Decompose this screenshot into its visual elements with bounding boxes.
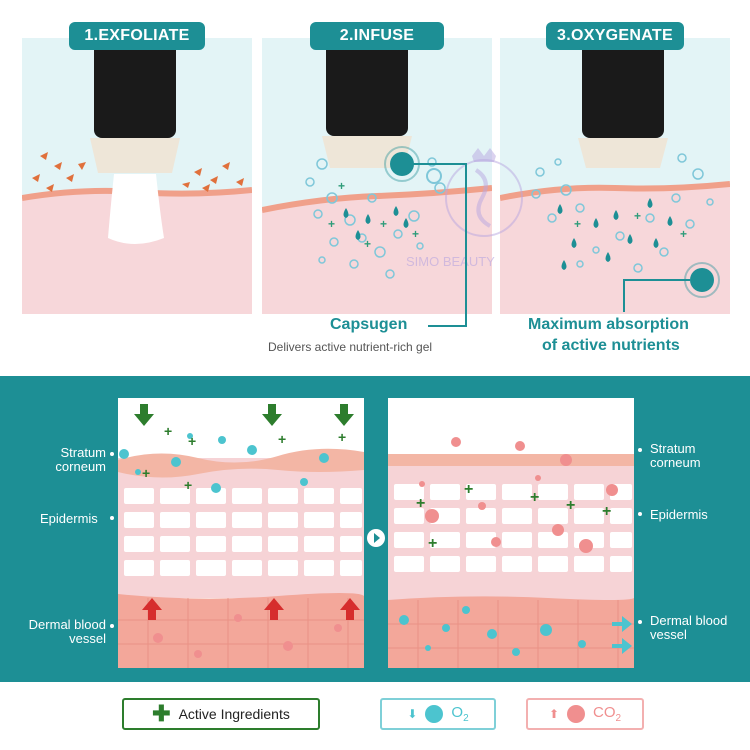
oxygen-bubbles (531, 153, 714, 273)
oxygenate-panel: + + + (500, 38, 730, 314)
svg-text:+: + (328, 217, 335, 231)
dermis-layer (118, 593, 364, 668)
svg-text:+: + (184, 477, 192, 493)
svg-text:+: + (164, 423, 172, 439)
epidermis-cells (124, 488, 362, 576)
oxygen-dots (119, 433, 329, 493)
nutrient-drops (557, 198, 673, 270)
device-tip (578, 138, 668, 168)
before-skin-diagram: + + + + + + (118, 398, 364, 668)
device-handle (326, 38, 408, 136)
exfoliate-panel (22, 38, 252, 314)
watermark-text: SIMO BEAUTY (406, 254, 495, 269)
callout-dot (690, 268, 714, 292)
after-skin-diagram: + + + + + + (388, 398, 634, 668)
capsugen-subtitle: Delivers active nutrient-rich gel (268, 340, 433, 354)
svg-text:+: + (680, 227, 687, 241)
treatment-steps-section: 1.EXFOLIATE + + + + + 2.INFUSE (22, 22, 730, 354)
down-arrow-icon: ⬇ (407, 707, 418, 721)
step-label-infuse: 2.INFUSE (310, 22, 444, 50)
svg-text:+: + (634, 209, 641, 223)
callout-lines (402, 163, 690, 327)
absorption-title-line2: of active nutrients (542, 337, 680, 354)
svg-text:+: + (574, 217, 581, 231)
capsugen-title: Capsugen (330, 316, 408, 333)
legend-co2: ⬆ CO2 (526, 698, 644, 730)
svg-text:+: + (530, 489, 539, 506)
device-tip (322, 136, 412, 168)
watermark-logo (445, 148, 523, 237)
device-tip (90, 138, 180, 173)
co2-bubble-icon (567, 705, 585, 723)
step-label-exfoliate: 1.EXFOLIATE (69, 22, 205, 50)
active-crosses: + + + + + (328, 179, 419, 251)
up-arrow-icon: ⬆ (548, 707, 559, 721)
legend-o2: ⬇ O2 (380, 698, 496, 730)
epidermis-label-right: Epidermis (650, 507, 708, 522)
cross-plus-icon: ✚ (152, 701, 171, 726)
svg-text:+: + (464, 481, 473, 498)
nutrient-drops (343, 206, 409, 240)
gel-bubbles (305, 157, 446, 279)
svg-text:+: + (416, 495, 425, 512)
epidermis-label-left: Epidermis (40, 511, 98, 526)
skin-flakes (32, 152, 244, 192)
active-crosses: + + + + + + (142, 423, 346, 493)
svg-text:+: + (364, 237, 371, 251)
svg-text:+: + (412, 227, 419, 241)
down-arrow-icon (134, 404, 354, 426)
dermis-layer (388, 596, 634, 668)
device-handle (582, 38, 664, 138)
svg-text:+: + (142, 465, 150, 481)
svg-text:+: + (602, 503, 611, 520)
legend-active-ingredients: ✚ Active Ingredients (122, 698, 320, 730)
device-handle (94, 38, 176, 138)
stratum-corneum-layer (388, 454, 634, 466)
epidermis-cells (394, 484, 632, 572)
svg-text:+: + (338, 179, 345, 193)
svg-text:+: + (566, 497, 575, 514)
svg-text:+: + (278, 431, 286, 447)
svg-text:+: + (428, 535, 437, 552)
svg-text:+: + (380, 217, 387, 231)
active-crosses: + + + (574, 209, 687, 241)
right-arrow-icon (612, 616, 632, 654)
label-leader-dots (110, 448, 642, 628)
stratum-corneum-layer (118, 448, 364, 478)
up-arrow-icon (142, 598, 360, 620)
svg-text:+: + (338, 429, 346, 445)
co2-dots (419, 437, 618, 553)
oxygen-bubble-icon (425, 705, 444, 723)
absorption-title-line1: Maximum absorption (528, 316, 689, 333)
oxygen-dots (399, 606, 586, 656)
co2-dots (153, 614, 342, 658)
active-crosses: + + + + + + (416, 481, 611, 552)
skin-layer-diagram-section: + + + + + + (0, 376, 750, 750)
step-label-oxygenate: 3.OXYGENATE (546, 22, 684, 50)
svg-text:+: + (188, 433, 196, 449)
play-arrow-icon (367, 529, 385, 547)
